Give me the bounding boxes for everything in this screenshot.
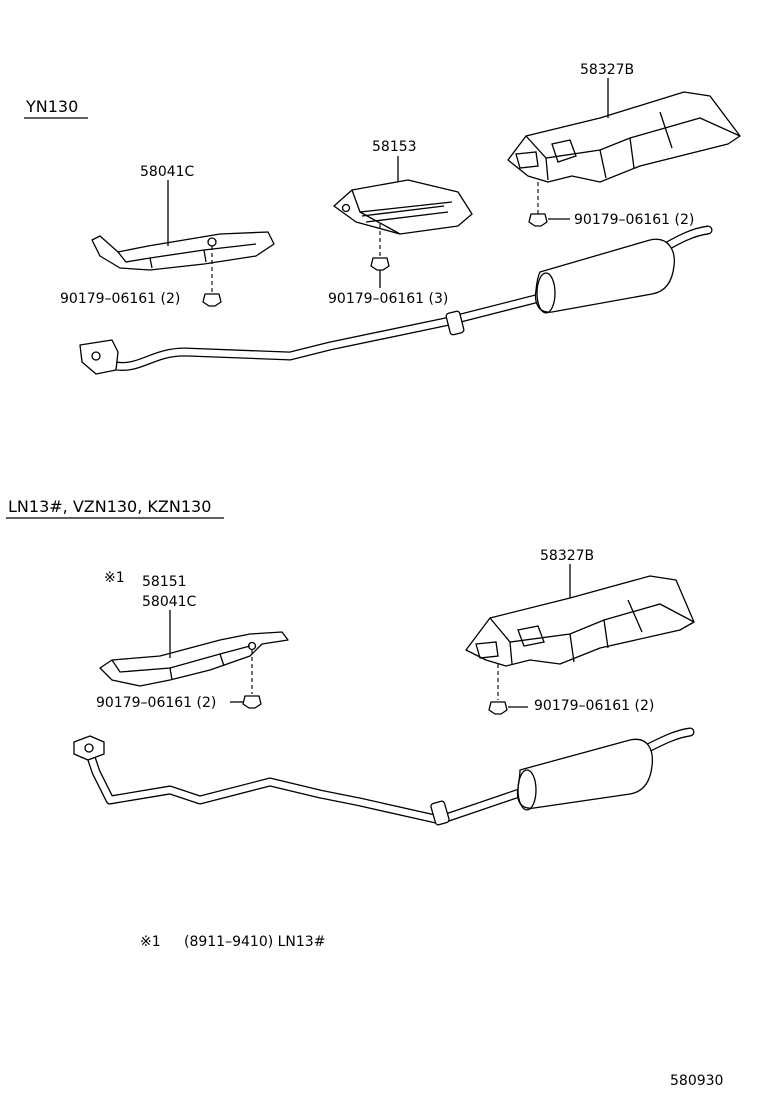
section-bottom: LN13#, VZN130, KZN130 ※1 58151	[6, 497, 695, 950]
pipe-clamp-bottom	[430, 800, 450, 826]
fastener-label-bottom-left: 90179–06161 (2)	[96, 695, 216, 711]
fastener-label-top-mid: 90179–06161 (3)	[328, 291, 448, 307]
part-number-58151-bottom: 58151	[142, 574, 187, 590]
section-model-top: YN130	[25, 97, 78, 116]
note-marker-58151: ※1	[104, 570, 125, 586]
part-number-58041c-top: 58041C	[140, 164, 195, 180]
nut-bottom-right	[488, 701, 508, 715]
heat-insulator-58327b-top: 58327B 90179–06161 (2)	[507, 62, 741, 228]
heat-insulator-58041c-top: 58041C 90179–06161 (2)	[60, 164, 275, 307]
pipe-flange-bottom	[73, 735, 105, 761]
diagram-code: 580930	[670, 1073, 723, 1089]
heat-insulator-58327b-bottom: 58327B 90179–06161 (2)	[465, 548, 695, 715]
part-number-58327b-top: 58327B	[580, 62, 634, 78]
fastener-label-top-left: 90179–06161 (2)	[60, 291, 180, 307]
exhaust-pipe-bottom	[73, 727, 695, 826]
footnote-text: (8911–9410) LN13#	[184, 934, 325, 950]
nut-top-mid	[370, 257, 390, 271]
muffler-bottom	[516, 738, 654, 809]
heat-insulator-58153-top: 58153 90179–06161 (3)	[328, 139, 473, 307]
fastener-label-top-right: 90179–06161 (2)	[574, 212, 694, 228]
pipe-clamp-top	[445, 310, 465, 336]
section-top: YN130 58041C 90179–06161 (2)	[24, 62, 741, 375]
nut-top-left	[202, 293, 222, 307]
muffler-top	[534, 238, 675, 313]
part-number-58041c-bottom: 58041C	[142, 594, 197, 610]
footnote-marker: ※1	[140, 934, 161, 950]
pipe-flange-top	[79, 339, 119, 375]
fastener-label-bottom-right: 90179–06161 (2)	[534, 698, 654, 714]
heat-insulator-58041c-bottom: ※1 58151 58041C 90179–06161 (2)	[96, 570, 289, 711]
part-number-58327b-bottom: 58327B	[540, 548, 594, 564]
exhaust-pipe-top	[79, 225, 713, 375]
section-model-bottom: LN13#, VZN130, KZN130	[8, 497, 211, 516]
part-number-58153-top: 58153	[372, 139, 417, 155]
nut-top-right	[528, 213, 548, 227]
nut-bottom-left	[242, 695, 262, 709]
